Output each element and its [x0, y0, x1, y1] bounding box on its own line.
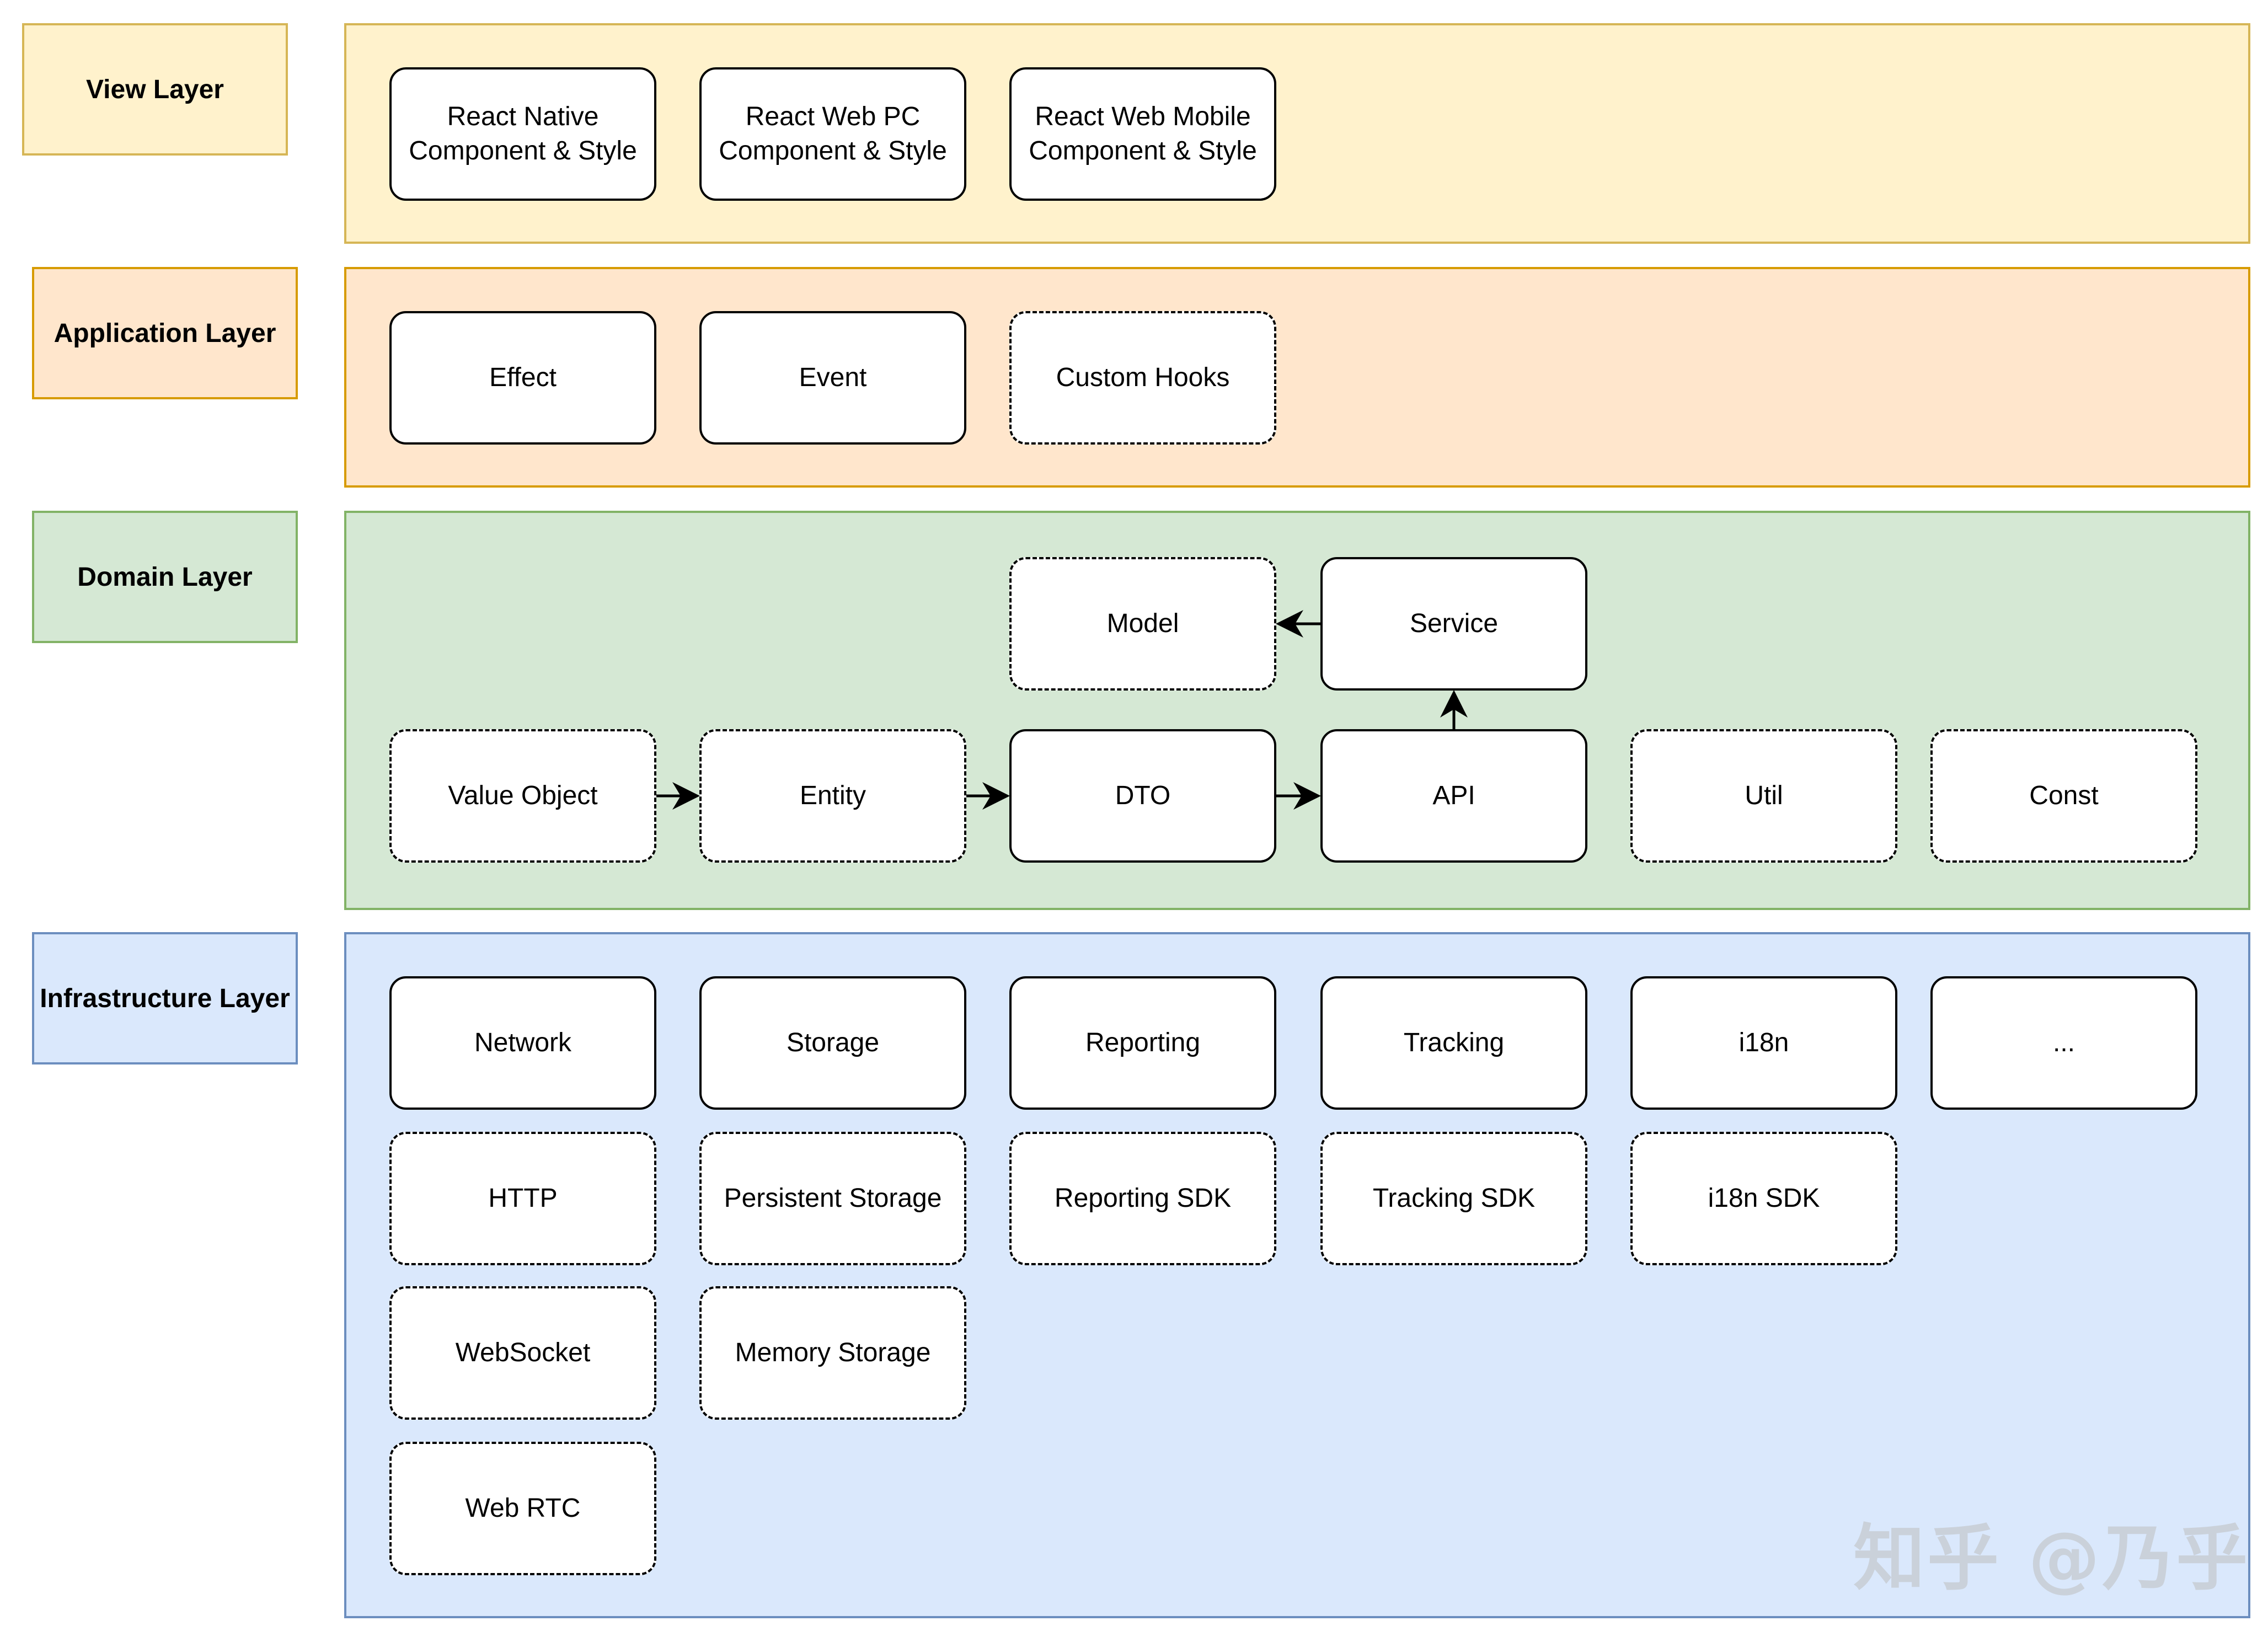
domain-layer-label-text: Domain Layer	[77, 562, 253, 592]
react-web-mobile-node-line2: Component & Style	[1029, 136, 1257, 165]
reporting-node-label: Reporting	[1085, 1028, 1201, 1057]
more-node: ...	[1930, 976, 2197, 1110]
application-layer-label-text: Application Layer	[54, 318, 276, 348]
tracking-sdk-node: Tracking SDK	[1320, 1132, 1587, 1265]
i18n-node: i18n	[1630, 976, 1897, 1110]
value-object-node-label: Value Object	[448, 781, 598, 810]
reporting-sdk-node-label: Reporting SDK	[1054, 1184, 1232, 1213]
react-web-pc-node: React Web PC Component & Style	[699, 67, 966, 201]
tracking-node-label: Tracking	[1403, 1028, 1505, 1057]
react-web-mobile-node: React Web Mobile Component & Style	[1009, 67, 1276, 201]
react-native-node-line2: Component & Style	[409, 136, 637, 165]
memory-storage-node-label: Memory Storage	[735, 1338, 931, 1367]
effect-node-label: Effect	[489, 363, 557, 392]
application-layer-panel	[344, 267, 2250, 488]
const-node: Const	[1930, 729, 2197, 863]
storage-node-label: Storage	[786, 1028, 880, 1057]
dto-node: DTO	[1009, 729, 1276, 863]
application-layer-label: Application Layer	[32, 267, 298, 399]
reporting-sdk-node: Reporting SDK	[1009, 1132, 1276, 1265]
service-node: Service	[1320, 557, 1587, 691]
service-node-label: Service	[1409, 609, 1499, 638]
tracking-node: Tracking	[1320, 976, 1587, 1110]
i18n-sdk-node-label: i18n SDK	[1708, 1184, 1820, 1213]
api-node-label: API	[1432, 781, 1475, 810]
react-web-pc-node-line2: Component & Style	[719, 136, 947, 165]
react-native-node-line1: React Native	[447, 102, 599, 131]
reporting-node: Reporting	[1009, 976, 1276, 1110]
entity-node: Entity	[699, 729, 966, 863]
value-object-node: Value Object	[389, 729, 656, 863]
model-node: Model	[1009, 557, 1276, 691]
react-native-node: React Native Component & Style	[389, 67, 656, 201]
event-node-label: Event	[799, 363, 867, 392]
i18n-node-label: i18n	[1739, 1028, 1789, 1057]
api-node: API	[1320, 729, 1587, 863]
infrastructure-layer-label-text: Infrastructure Layer	[40, 983, 290, 1013]
memory-storage-node: Memory Storage	[699, 1286, 966, 1420]
websocket-node: WebSocket	[389, 1286, 656, 1420]
react-web-mobile-node-line1: React Web Mobile	[1035, 102, 1251, 131]
websocket-node-label: WebSocket	[455, 1338, 591, 1367]
domain-layer-label: Domain Layer	[32, 511, 298, 643]
event-node: Event	[699, 311, 966, 445]
persistent-storage-node-label: Persistent Storage	[724, 1184, 942, 1213]
watermark: 知乎 @乃乎	[1853, 1516, 2250, 1600]
storage-node: Storage	[699, 976, 966, 1110]
effect-node: Effect	[389, 311, 656, 445]
http-node: HTTP	[389, 1132, 656, 1265]
web-rtc-node-label: Web RTC	[465, 1494, 581, 1523]
i18n-sdk-node: i18n SDK	[1630, 1132, 1897, 1265]
util-node: Util	[1630, 729, 1897, 863]
web-rtc-node: Web RTC	[389, 1442, 656, 1575]
tracking-sdk-node-label: Tracking SDK	[1372, 1184, 1536, 1213]
model-node-label: Model	[1106, 609, 1179, 638]
util-node-label: Util	[1745, 781, 1783, 810]
dto-node-label: DTO	[1115, 781, 1171, 810]
http-node-label: HTTP	[488, 1184, 558, 1213]
more-node-label: ...	[2052, 1028, 2075, 1057]
view-layer-label: View Layer	[22, 23, 288, 156]
view-layer-panel	[344, 23, 2250, 244]
custom-hooks-node-label: Custom Hooks	[1056, 363, 1230, 392]
const-node-label: Const	[2029, 781, 2099, 810]
react-web-pc-node-line1: React Web PC	[745, 102, 921, 131]
custom-hooks-node: Custom Hooks	[1009, 311, 1276, 445]
persistent-storage-node: Persistent Storage	[699, 1132, 966, 1265]
network-node-label: Network	[474, 1028, 572, 1057]
network-node: Network	[389, 976, 656, 1110]
infrastructure-layer-label: Infrastructure Layer	[32, 932, 298, 1064]
view-layer-label-text: View Layer	[86, 74, 224, 104]
entity-node-label: Entity	[799, 781, 866, 810]
